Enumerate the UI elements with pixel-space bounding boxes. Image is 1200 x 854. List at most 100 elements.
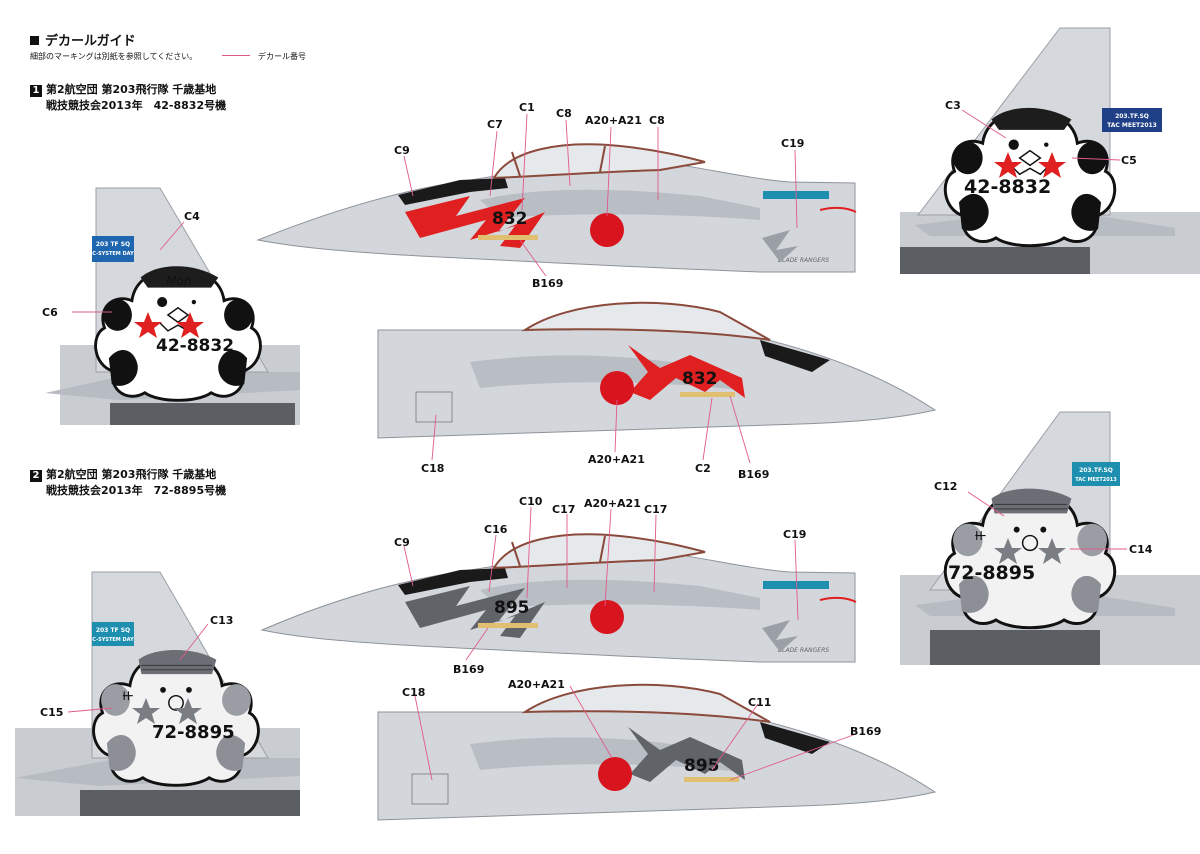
anti-glare-panel [760,722,830,754]
tail-badge [1102,108,1162,132]
fuselage-bottom-2: 895 [377,683,937,821]
tail-badge-line1: 203.TF.SQ [1115,113,1149,120]
section-2-caption: 2 第2航空団 第203飛行隊 千歳基地 戦技競技会2013年 72-8895号機 [30,467,226,499]
page-title: デカールガイド [30,30,136,49]
callout-c19: C19 [783,528,806,541]
callout-c13: C13 [210,614,233,627]
left-tail-2: 203 TF SQ C-SYSTEM DAY 72-8895 [15,571,300,816]
hinomaru [600,371,634,405]
anti-glare-panel [398,178,508,205]
eagle-emblem [762,620,798,652]
tail-number: 42-8832 [156,336,234,356]
red-star-icon [1038,152,1066,178]
canopy [492,533,706,570]
tail-badge-line2: TAC MEET2013 [1075,477,1117,483]
red-star-icon [994,152,1022,178]
warning-stripe [680,392,735,397]
section-1-line2: 戦技競技会2013年 42-8832号機 [46,99,227,112]
camo-patch [480,189,760,220]
tail-badge-line1: 203 TF SQ [96,241,130,248]
right-tail-2: 203.TF.SQ TAC MEET2013 72-8895 [900,411,1200,665]
callout-c14: C14 [1129,543,1153,556]
section-1-line1: 第2航空団 第203飛行隊 千歳基地 [46,83,217,96]
squadron-text: BLADE RANGERS [778,647,829,654]
callout-c17: C17 [552,503,575,516]
title-square-icon [30,36,39,45]
fuselage-top-2: 895 BLADE RANGERS [260,533,857,663]
section-2-line1: 第2航空団 第203飛行隊 千歳基地 [46,468,217,481]
squadron-text: BLADE RANGERS [778,257,829,264]
grey-star-icon [132,698,160,724]
tail-badge [1072,462,1120,486]
warning-stripe [684,777,739,782]
callout-c11: C11 [748,696,771,709]
callout-c7: C7 [487,118,503,131]
anti-glare-panel [398,568,508,595]
canopy [492,143,706,180]
callout-a20-a21: A20+A21 [584,497,641,510]
callout-c2: C2 [695,462,711,475]
leader-lines [67,109,1127,781]
warning-stripe [478,235,538,240]
callout-c16: C16 [484,523,508,536]
grey-lightning-stripe [628,727,745,782]
legend-label: デカール番号 [258,52,306,61]
tail-badge-line1: 203.TF.SQ [1079,467,1113,474]
red-star-icon [176,312,204,338]
callout-c5: C5 [1121,154,1137,167]
fuselage-body [256,159,856,273]
callout-c9: C9 [394,144,410,157]
eagle-emblem [762,230,798,262]
callout-c15: C15 [40,706,63,719]
nose-number: 832 [492,209,528,229]
hinomaru [598,757,632,791]
callout-c6: C6 [42,306,58,319]
grey-star-icon [994,538,1022,564]
tail-badge-line2: C-SYSTEM DAY [92,637,134,643]
callout-a20-a21: A20+A21 [508,678,565,691]
grey-star-icon [1038,538,1066,564]
grey-star-icon [174,698,202,724]
tail-number: 72-8895 [948,562,1035,584]
tail-number: 42-8832 [964,176,1051,198]
tail-badge-line1: 203 TF SQ [96,627,130,634]
title-text: デカールガイド [45,34,136,49]
red-star-icon [134,312,162,338]
decal-legend: デカール番号 [222,51,306,62]
stencil-block [411,773,449,805]
callout-c8: C8 [556,107,572,120]
bear-signature: Mon [166,274,191,288]
hinomaru [590,213,624,247]
section-2-line2: 戦技競技会2013年 72-8895号機 [46,484,227,497]
fuselage-top-1: 832 BLADE RANGERS [256,143,857,273]
nose-number: 895 [494,598,530,618]
callout-c4: C4 [184,210,200,223]
callout-b169: B169 [453,663,484,676]
section-number-badge: 2 [30,470,42,482]
leader-line-icon [222,55,250,56]
callout-c12: C12 [934,480,957,493]
callout-a20-a21: A20+A21 [585,114,642,127]
callout-c18: C18 [421,462,444,475]
red-lightning-stripe [628,345,745,400]
tail-badge [92,622,134,646]
callout-b169: B169 [738,468,769,481]
camo-patch [480,579,760,610]
callout-a20-a21: A20+A21 [588,453,645,466]
nozzle [930,630,1100,665]
fuselage-bottom-1: 832 [377,301,937,439]
anti-glare-panel [760,340,830,372]
left-tail-1: 203 TF SQ C-SYSTEM DAY Mon 42-8832 [45,187,300,425]
nose-number: 832 [682,369,718,389]
callout-b169: B169 [850,725,881,738]
canopy [521,301,771,341]
callout-c3: C3 [945,99,961,112]
callout-c8: C8 [649,114,665,127]
nozzle [110,403,295,425]
tail-badge [92,236,134,262]
tail-badge-line2: TAC MEET2013 [1107,122,1157,129]
callout-c1: C1 [519,101,535,114]
tail-number: 72-8895 [152,722,235,743]
